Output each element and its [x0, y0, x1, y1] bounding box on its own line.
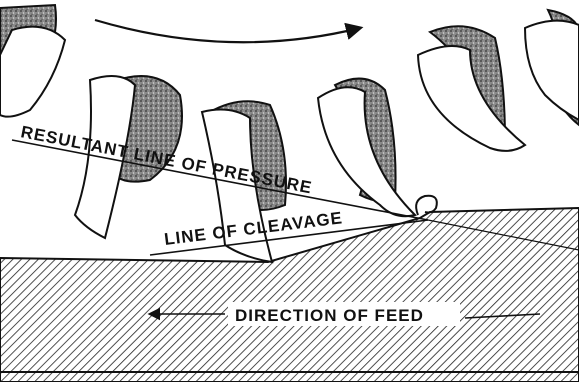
rotation-arrow — [95, 20, 360, 42]
feed-label: DIRECTION OF FEED — [235, 306, 424, 325]
cutter-tooth-5 — [418, 46, 525, 151]
cutter-tooth-6 — [525, 21, 579, 120]
workpiece — [0, 208, 579, 382]
cutter-tooth-1 — [0, 27, 65, 117]
